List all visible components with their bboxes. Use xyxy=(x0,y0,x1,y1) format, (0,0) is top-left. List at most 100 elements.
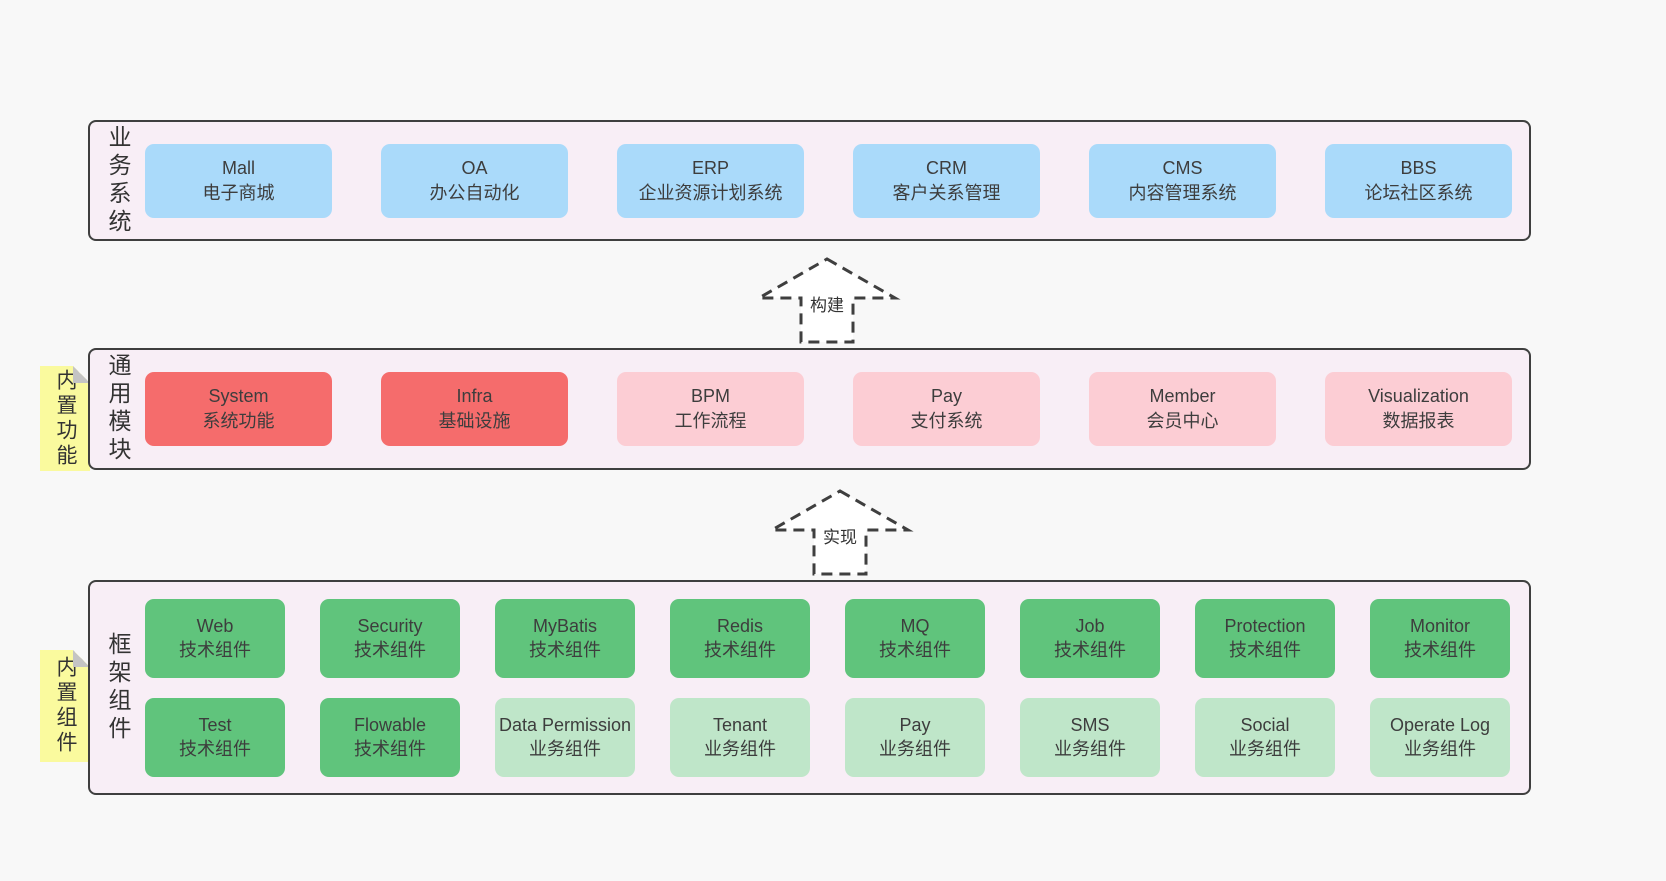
box-title: Data Permission xyxy=(498,715,632,735)
box-subtitle: 业务组件 xyxy=(1229,739,1301,759)
box-mall: Mall 电子商城 xyxy=(145,143,332,218)
box-pay: Pay 支付系统 xyxy=(853,372,1040,446)
box-title: Job xyxy=(1075,616,1105,636)
box-title: Redis xyxy=(716,616,764,636)
business-systems-layer: 业务系统 Mall 电子商城 OA 办公自动化 ERP 企业资源计划系统 CRM… xyxy=(88,120,1531,241)
build-up-arrow: 构建 xyxy=(752,254,902,346)
box-subtitle: 系统功能 xyxy=(202,411,275,431)
box-subtitle: 技术组件 xyxy=(179,640,251,660)
box-subtitle: 基础设施 xyxy=(438,411,511,431)
sticky-note-text: 内置功能 xyxy=(54,368,77,469)
box-subtitle: 业务组件 xyxy=(529,739,601,759)
layer-title: 通用模块 xyxy=(105,353,131,465)
box-sms: SMS 业务组件 xyxy=(1020,697,1160,777)
box-subtitle: 技术组件 xyxy=(179,739,251,759)
box-subtitle: 办公自动化 xyxy=(429,182,520,203)
arrow-label: 构建 xyxy=(808,291,846,316)
box-title: Web xyxy=(196,616,234,636)
box-title: Protection xyxy=(1224,616,1306,636)
box-title: BBS xyxy=(1400,157,1437,178)
box-subtitle: 业务组件 xyxy=(879,739,951,759)
box-title: Mall xyxy=(221,157,255,178)
box-title: Member xyxy=(1149,386,1216,406)
box-flowable: Flowable 技术组件 xyxy=(320,697,460,777)
box-crm: CRM 客户关系管理 xyxy=(853,143,1040,218)
box-pay-biz: Pay 业务组件 xyxy=(845,697,985,777)
box-title: Monitor xyxy=(1409,616,1471,636)
box-erp: ERP 企业资源计划系统 xyxy=(617,143,804,218)
box-title: OA xyxy=(461,157,488,178)
box-title: System xyxy=(208,386,269,406)
framework-components-layer: 框架组件 Web 技术组件 Security 技术组件 MyBatis 技术组件… xyxy=(88,580,1531,795)
box-bpm: BPM 工作流程 xyxy=(617,372,804,446)
box-subtitle: 技术组件 xyxy=(1404,640,1476,660)
box-protection: Protection 技术组件 xyxy=(1195,598,1335,678)
box-title: ERP xyxy=(691,157,729,178)
box-subtitle: 技术组件 xyxy=(1229,640,1301,660)
framework-boxes-grid: Web 技术组件 Security 技术组件 MyBatis 技术组件 Redi… xyxy=(130,582,1529,793)
box-title: Security xyxy=(357,616,423,636)
box-subtitle: 业务组件 xyxy=(704,739,776,759)
layer-title: 业务系统 xyxy=(105,124,131,237)
box-title: Visualization xyxy=(1368,386,1469,406)
box-infra: Infra 基础设施 xyxy=(381,372,568,446)
box-tenant: Tenant 业务组件 xyxy=(670,697,810,777)
box-subtitle: 技术组件 xyxy=(704,640,776,660)
implement-up-arrow: 实现 xyxy=(765,486,915,578)
common-modules-layer: 通用模块 System 系统功能 Infra 基础设施 BPM 工作流程 Pay… xyxy=(88,348,1531,470)
sticky-note-text: 内置组件 xyxy=(54,656,77,756)
business-boxes-row: Mall 电子商城 OA 办公自动化 ERP 企业资源计划系统 CRM 客户关系… xyxy=(130,122,1529,239)
box-web: Web 技术组件 xyxy=(145,598,285,678)
box-subtitle: 工作流程 xyxy=(674,411,747,431)
box-subtitle: 业务组件 xyxy=(1054,739,1126,759)
box-subtitle: 技术组件 xyxy=(879,640,951,660)
framework-row-bottom: Test 技术组件 Flowable 技术组件 Data Permission … xyxy=(145,697,1529,777)
framework-row-top: Web 技术组件 Security 技术组件 MyBatis 技术组件 Redi… xyxy=(145,598,1529,678)
box-title: Pay xyxy=(899,715,931,735)
box-subtitle: 技术组件 xyxy=(1054,640,1126,660)
box-title: Pay xyxy=(930,386,963,406)
box-title: CMS xyxy=(1162,157,1203,178)
box-title: BPM xyxy=(690,386,730,406)
box-title: Test xyxy=(198,715,232,735)
box-operate-log: Operate Log 业务组件 xyxy=(1370,697,1510,777)
box-subtitle: 技术组件 xyxy=(529,640,601,660)
box-subtitle: 内容管理系统 xyxy=(1128,182,1237,203)
box-system: System 系统功能 xyxy=(145,372,332,446)
box-monitor: Monitor 技术组件 xyxy=(1370,598,1510,678)
module-boxes-row: System 系统功能 Infra 基础设施 BPM 工作流程 Pay 支付系统… xyxy=(130,350,1529,468)
box-member: Member 会员中心 xyxy=(1089,372,1276,446)
box-title: Operate Log xyxy=(1389,715,1491,735)
box-title: MQ xyxy=(900,616,930,636)
box-subtitle: 会员中心 xyxy=(1146,411,1219,431)
box-subtitle: 电子商城 xyxy=(202,182,275,203)
box-title: MyBatis xyxy=(532,616,597,636)
sticky-note-builtin-features: 内置功能 xyxy=(40,366,90,471)
box-subtitle: 客户关系管理 xyxy=(892,182,1001,203)
arrow-label: 实现 xyxy=(821,523,859,548)
box-title: Tenant xyxy=(712,715,768,735)
box-title: SMS xyxy=(1070,715,1110,735)
box-bbs: BBS 论坛社区系统 xyxy=(1325,143,1512,218)
box-subtitle: 企业资源计划系统 xyxy=(638,182,783,203)
box-cms: CMS 内容管理系统 xyxy=(1089,143,1276,218)
box-security: Security 技术组件 xyxy=(320,598,460,678)
sticky-note-builtin-components: 内置组件 xyxy=(40,650,90,762)
box-subtitle: 技术组件 xyxy=(354,739,426,759)
box-social: Social 业务组件 xyxy=(1195,697,1335,777)
box-title: Social xyxy=(1240,715,1290,735)
box-title: Flowable xyxy=(353,715,427,735)
layer-title: 框架组件 xyxy=(105,631,131,744)
box-subtitle: 业务组件 xyxy=(1404,739,1476,759)
box-data-permission: Data Permission 业务组件 xyxy=(495,697,635,777)
box-oa: OA 办公自动化 xyxy=(381,143,568,218)
box-redis: Redis 技术组件 xyxy=(670,598,810,678)
box-subtitle: 支付系统 xyxy=(910,411,983,431)
box-subtitle: 论坛社区系统 xyxy=(1364,182,1473,203)
box-subtitle: 技术组件 xyxy=(354,640,426,660)
box-subtitle: 数据报表 xyxy=(1382,411,1455,431)
box-visualization: Visualization 数据报表 xyxy=(1325,372,1512,446)
box-mq: MQ 技术组件 xyxy=(845,598,985,678)
box-test: Test 技术组件 xyxy=(145,697,285,777)
